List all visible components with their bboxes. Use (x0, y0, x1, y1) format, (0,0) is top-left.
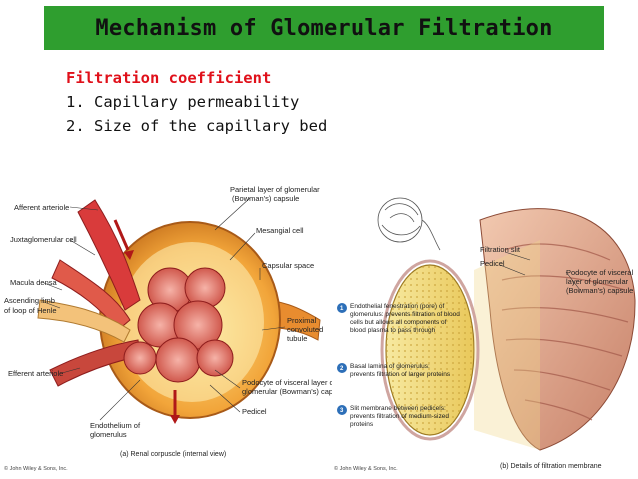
label-mesangial-cell: Mesangial cell (256, 226, 304, 235)
label-parietal-layer-1: Parietal layer of glomerular (230, 185, 320, 194)
renal-corpuscle-illustration: Afferent arteriole Juxtaglomerular cell … (4, 185, 332, 472)
svg-text:Basal lamina of glomerulus:: Basal lamina of glomerulus: (350, 363, 430, 370)
filtration-membrane-illustration: Filtration slit Pedicel Podocyte of visc… (334, 197, 636, 472)
svg-text:prevents filtration of larger: prevents filtration of larger proteins (350, 371, 451, 378)
label-podocyte-r2: layer of glomerular (566, 277, 629, 286)
caption-left: (a) Renal corpuscle (internal view) (120, 451, 226, 458)
label-capsular-space: Capsular space (262, 261, 314, 270)
label-podocyte-r1: Podocyte of visceral (566, 268, 633, 277)
copyright-right: © John Wiley & Sons, Inc. (334, 465, 398, 472)
label-afferent-arteriole: Afferent arteriole (14, 203, 69, 212)
svg-text:proteins: proteins (350, 421, 374, 428)
svg-text:Slit membrane between pedicels: Slit membrane between pedicels: (350, 405, 446, 412)
bullet-heading: Filtration coefficient (66, 69, 272, 87)
svg-text:1: 1 (340, 306, 344, 312)
label-macula-densa: Macula densa (10, 278, 58, 287)
glomerular-tuft (123, 267, 234, 383)
label-endothelium-1: Endothelium of (90, 421, 141, 430)
label-ascending-limb-1: Ascending limb (4, 296, 55, 305)
bullet-item-2: 2. Size of the capillary bed (66, 117, 328, 135)
label-proximal-2: convoluted (287, 325, 323, 334)
inset-sketch (377, 197, 441, 251)
label-juxtaglomerular-cell: Juxtaglomerular cell (10, 235, 77, 244)
svg-text:cells but allows all component: cells but allows all components of (350, 319, 447, 326)
label-parietal-layer-2: (Bowman's) capsule (232, 194, 299, 203)
label-filtration-slit: Filtration slit (480, 245, 521, 254)
slide-title: Mechanism of Glomerular Filtration (95, 15, 553, 41)
note-3: 3 Slit membrane between pedicels: preven… (337, 405, 449, 428)
label-ascending-limb-2: of loop of Henle (4, 306, 57, 315)
svg-text:3: 3 (340, 408, 344, 414)
caption-right: (b) Details of filtration membrane (500, 463, 602, 470)
label-podocyte-1: Podocyte of visceral layer of (242, 378, 332, 387)
note-2: 2 Basal lamina of glomerulus: prevents f… (337, 363, 451, 378)
svg-text:blood plasma to pass through: blood plasma to pass through (350, 327, 436, 334)
label-proximal-3: tubule (287, 334, 307, 343)
svg-text:2: 2 (340, 366, 344, 372)
label-proximal-1: Proximal (287, 316, 317, 325)
label-pedicel-right: Pedicel (480, 259, 505, 268)
svg-text:prevents filtration of medium-: prevents filtration of medium-sized (350, 413, 449, 420)
title-banner: Mechanism of Glomerular Filtration (44, 6, 604, 50)
bullet-list: Filtration coefficient 1. Capillary perm… (66, 66, 327, 138)
label-pedicel: Pedicel (242, 407, 267, 416)
label-efferent-arteriole: Efferent arteriole (8, 369, 63, 378)
label-podocyte-2: glomerular (Bowman's) capsule (242, 387, 332, 396)
copyright-left: © John Wiley & Sons, Inc. (4, 465, 68, 472)
svg-text:glomerulus: prevents filtratio: glomerulus: prevents filtration of blood (350, 311, 460, 318)
label-podocyte-r3: (Bowman's) capsule (566, 286, 633, 295)
svg-text:Endothelial fenestration (pore: Endothelial fenestration (pore) of (350, 303, 445, 310)
note-1: 1 Endothelial fenestration (pore) of glo… (337, 303, 460, 334)
label-endothelium-2: glomerulus (90, 430, 127, 439)
bullet-item-1: 1. Capillary permeability (66, 93, 300, 111)
